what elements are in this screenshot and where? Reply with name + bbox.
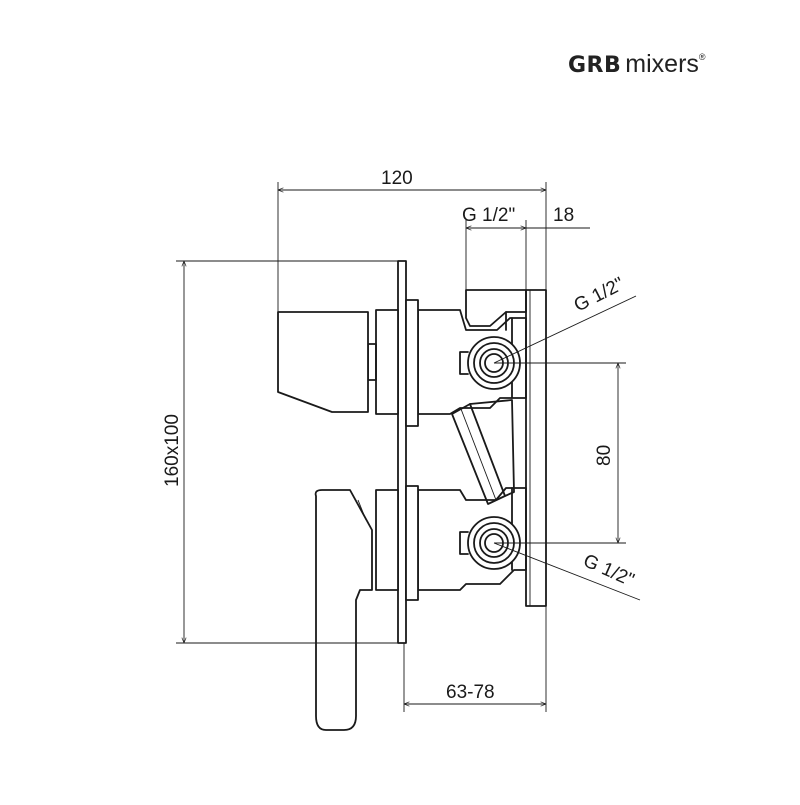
- cover-plate: [397, 260, 407, 644]
- wall-box-plate: [525, 289, 547, 607]
- logo-registered-mark: ®: [698, 52, 706, 62]
- handle-sleeve: [375, 489, 399, 591]
- dim-thread-lower: G 1/2": [580, 550, 637, 591]
- dim-plate-thickness: 18: [553, 205, 574, 226]
- diverter-knob: [277, 311, 369, 413]
- dim-thread-top: G 1/2": [462, 205, 515, 226]
- lower-valve-body: [417, 487, 527, 591]
- dim-install-depth: 63-78: [446, 682, 495, 703]
- lever-handle: [314, 489, 373, 731]
- dimension-lines: [176, 182, 641, 712]
- dim-plate-size: 160x100: [162, 414, 183, 487]
- diverter-knob-sleeve: [375, 309, 399, 415]
- logo-product-text: mixers: [625, 50, 699, 78]
- dim-depth-total: 120: [381, 168, 413, 189]
- mixer-body: [277, 260, 547, 731]
- logo-brand-text: GRB: [568, 53, 622, 78]
- upper-valve-body: [417, 309, 527, 415]
- dim-thread-upper: G 1/2": [571, 274, 628, 317]
- dim-center-distance: 80: [594, 445, 615, 466]
